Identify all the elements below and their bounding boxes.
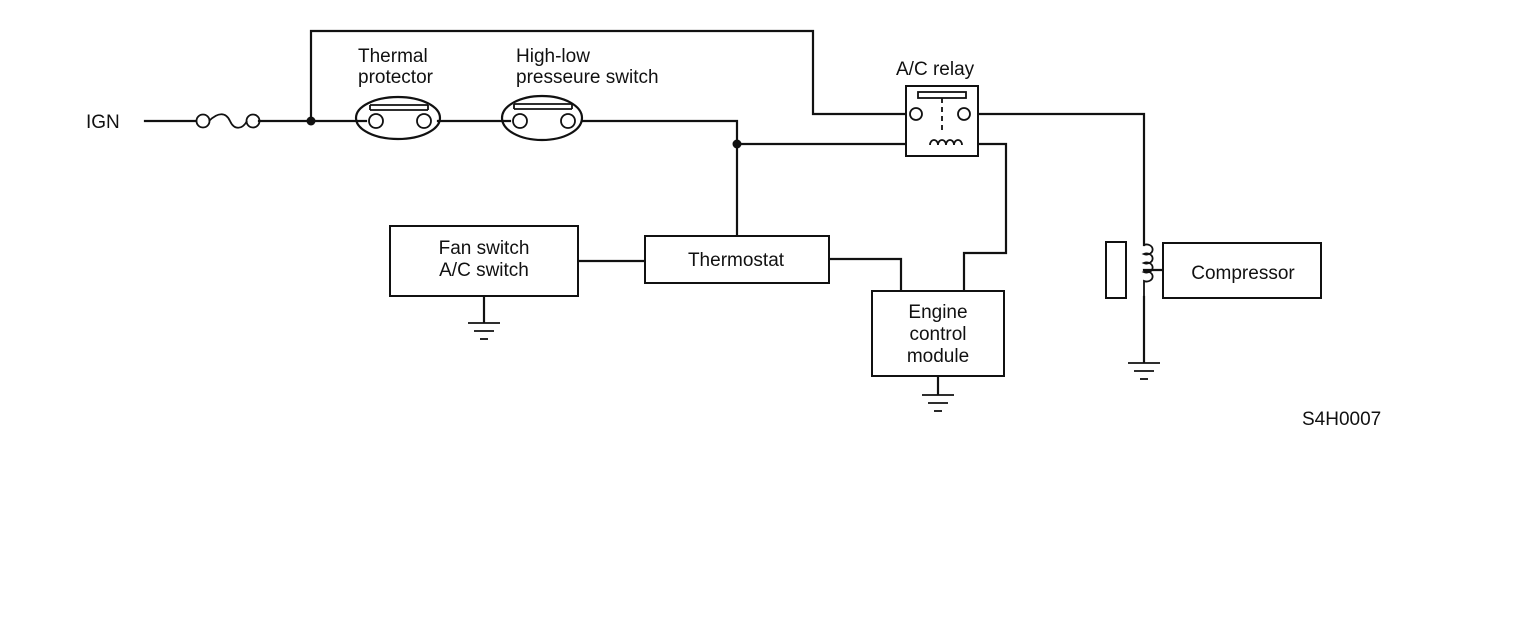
compressor-box: [1162, 242, 1322, 299]
pressure-switch-label-line1: High-low: [516, 46, 590, 67]
pressure-switch-label-line2: presseure switch: [516, 67, 659, 88]
ground-symbol-fan-switch: [468, 322, 500, 340]
ground-symbol-compressor: [1128, 362, 1160, 380]
wire-relay-to-compressor-clutch: [972, 112, 1146, 247]
fan-switch-label-line2: A/C switch: [439, 260, 529, 281]
thermal-protector-label-line2: protector: [358, 67, 434, 88]
thermostat-box: [644, 235, 830, 284]
wire-top-bus-to-relay: [309, 29, 908, 123]
ac-relay-label: A/C relay: [896, 59, 975, 80]
wires: [143, 29, 1165, 396]
wire-relay-coil-to-ecm: [962, 142, 1008, 293]
fan-switch-box: [389, 225, 579, 297]
junction-dot-thermostat: [732, 139, 742, 149]
ground-symbol-ecm: [922, 394, 954, 412]
ecm-label-line1: Engine: [908, 302, 967, 323]
figure-code-label: S4H0007: [1302, 409, 1381, 430]
wire-pressure-to-thermostat-node: [580, 119, 739, 238]
ign-label: IGN: [86, 112, 120, 133]
compressor-clutch-symbol: [1105, 241, 1154, 299]
thermostat-label: Thermostat: [688, 250, 785, 271]
thermal-protector-symbol: [354, 95, 442, 141]
compressor-label: Compressor: [1191, 263, 1295, 284]
ecm-label-line3: module: [907, 346, 969, 367]
ac-relay-symbol: [905, 85, 979, 157]
ecm-label-line2: control: [909, 324, 966, 345]
thermal-protector-label-line1: Thermal: [358, 46, 428, 67]
junction-dot-ign: [306, 116, 316, 126]
fuse: [195, 113, 261, 129]
fan-switch-label-line1: Fan switch: [439, 238, 530, 259]
wire-thermostat-to-ecm: [827, 257, 903, 293]
ecm-box: [871, 290, 1005, 377]
pressure-switch-symbol: [500, 94, 584, 142]
